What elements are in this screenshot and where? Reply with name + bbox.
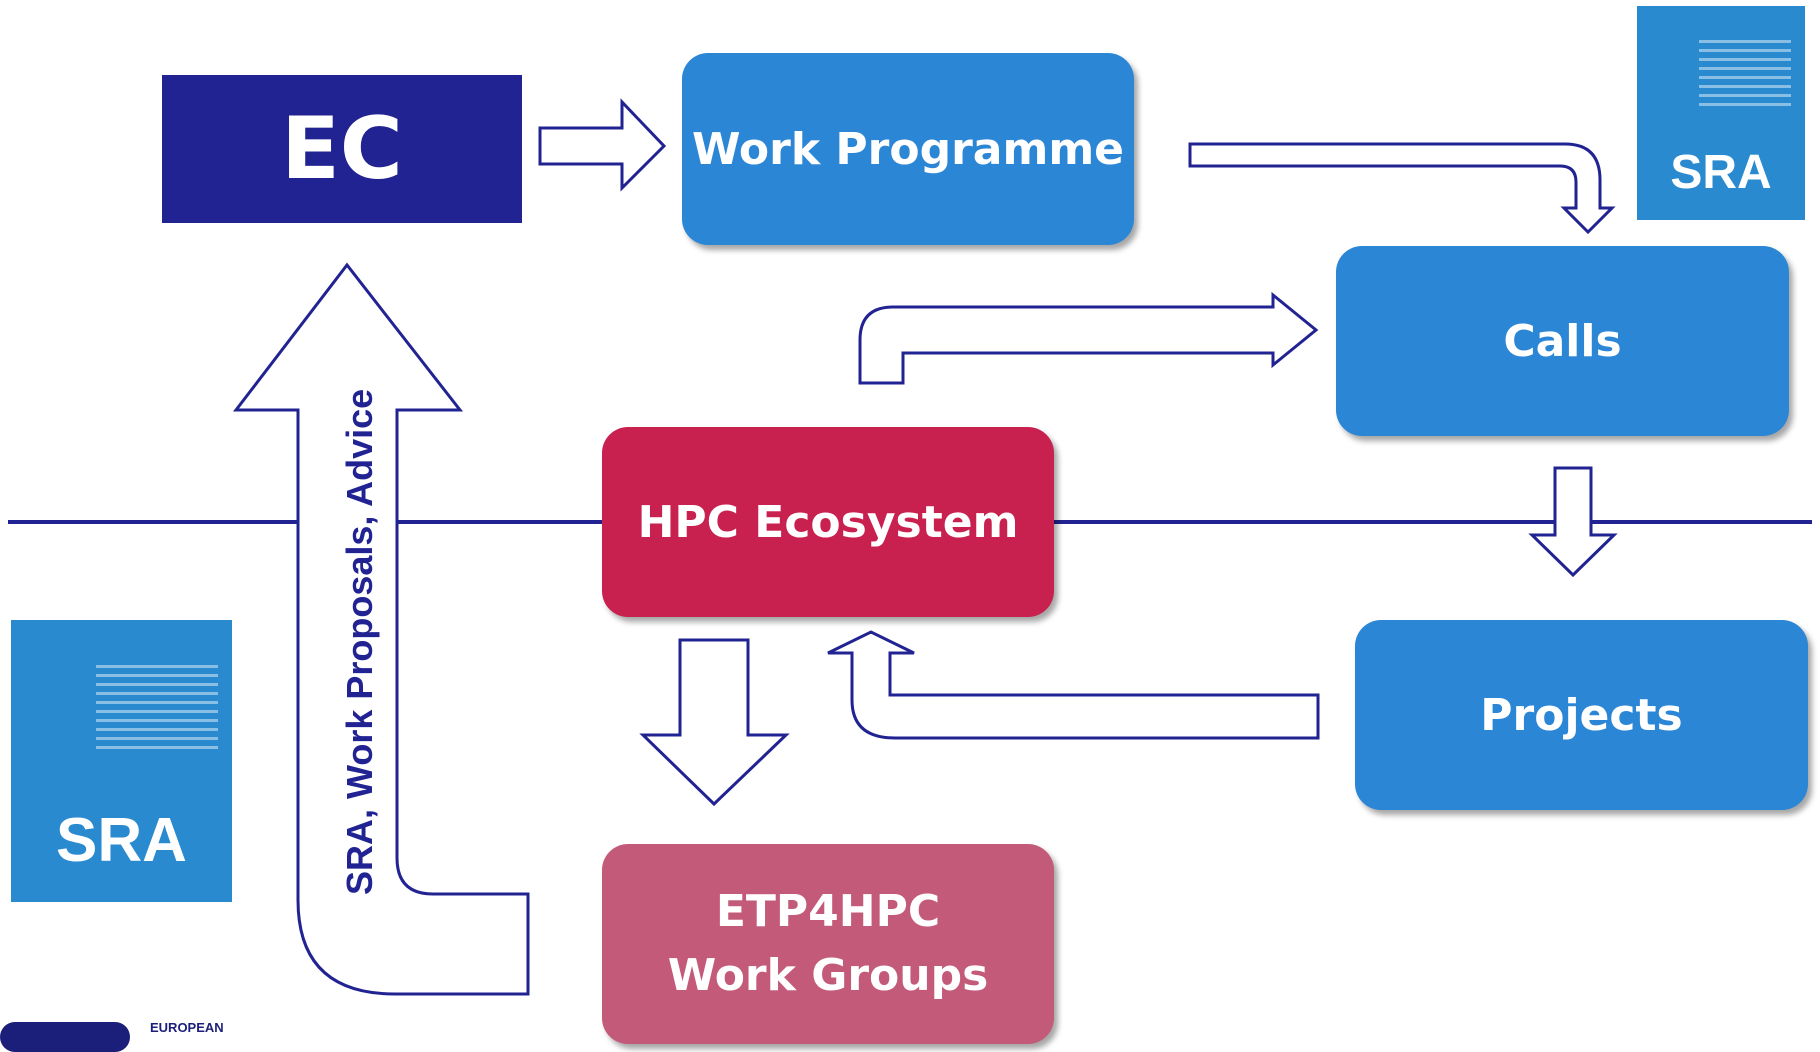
arrow-etp-to-ec: [232, 262, 530, 996]
ec-label: EC: [281, 99, 403, 199]
calls-box: Calls: [1336, 246, 1789, 436]
sra-document-thumbnail-top: SRA: [1637, 6, 1805, 220]
sra-badge-label: SRA: [1670, 146, 1772, 199]
arrow-projects-to-hpc: [827, 630, 1320, 740]
sra-cover-lines: [1698, 40, 1791, 112]
arrow-ec-to-work-programme: [538, 98, 667, 192]
projects-label: Projects: [1480, 689, 1683, 741]
etp4hpc-label-line2: Work Groups: [667, 950, 989, 1001]
hpc-ecosystem-box: HPC Ecosystem: [602, 427, 1054, 617]
sra-cover-lines: [96, 665, 218, 755]
work-programme-box: Work Programme: [682, 53, 1134, 245]
etp4hpc-box: ETP4HPC Work Groups: [602, 844, 1054, 1044]
ec-box: EC: [162, 75, 522, 223]
calls-label: Calls: [1503, 315, 1622, 367]
etp4hpc-label-line1: ETP4HPC: [715, 886, 941, 937]
hpc-ecosystem-label: HPC Ecosystem: [637, 496, 1019, 548]
sra-document-thumbnail-left: SRA: [11, 620, 232, 902]
arrow-work-programme-to-calls: [1188, 142, 1616, 235]
feedback-arrow-label: SRA, Work Proposals, Advice: [339, 389, 380, 895]
projects-box: Projects: [1355, 620, 1808, 810]
sra-badge-label: SRA: [56, 806, 187, 875]
arrow-hpc-to-calls: [858, 291, 1319, 385]
etp-logo-mark: [0, 1022, 130, 1052]
arrow-hpc-to-etp: [639, 638, 790, 807]
work-programme-label: Work Programme: [691, 123, 1125, 175]
etp-logo-text: EUROPEAN: [150, 1020, 224, 1035]
arrow-calls-to-projects: [1528, 466, 1618, 578]
